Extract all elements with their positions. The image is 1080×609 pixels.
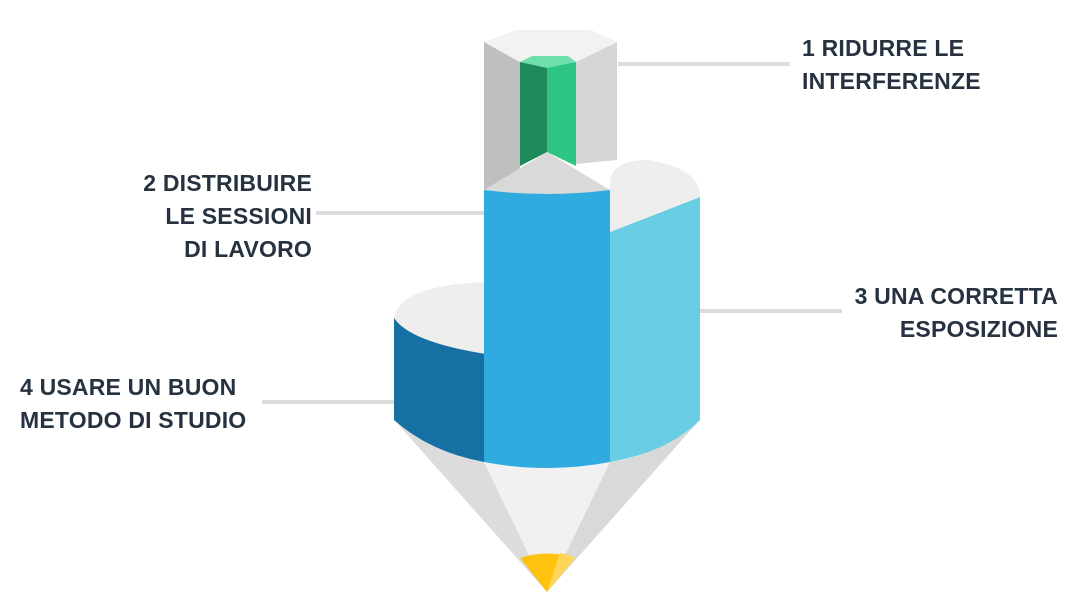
label-item-4-line2: METODO DI STUDIO xyxy=(20,407,247,433)
cylinder-4-top xyxy=(394,282,486,354)
cylinder-3-side xyxy=(610,197,700,462)
green-core-left xyxy=(520,62,547,166)
cone-right-face xyxy=(547,422,698,592)
cylinder-3-top xyxy=(610,160,700,232)
label-item-3-line2: ESPOSIZIONE xyxy=(899,316,1058,342)
label-item-1: 1 RIDURRE LE INTERFERENZE xyxy=(802,32,981,98)
cone-left-face xyxy=(396,422,547,592)
cylinder-2-top xyxy=(484,152,610,194)
pencil-cone xyxy=(396,422,698,592)
cone-front-face xyxy=(484,462,610,592)
label-item-3: 3 UNA CORRETTA ESPOSIZIONE xyxy=(820,280,1058,346)
cylinder-3 xyxy=(610,160,700,462)
label-item-1-line1: 1 RIDURRE LE xyxy=(802,35,965,61)
label-item-3-line1: 3 UNA CORRETTA xyxy=(854,283,1058,309)
cylinder-2 xyxy=(484,152,610,468)
cylinder-2-side xyxy=(484,190,610,468)
label-item-1-line2: INTERFERENZE xyxy=(802,68,981,94)
label-item-4-line1: 4 USARE UN BUON xyxy=(20,374,237,400)
green-core-top xyxy=(520,56,576,68)
prism-right-face xyxy=(576,42,617,164)
pencil-tip-light xyxy=(547,553,575,592)
cylinder-4-side xyxy=(394,318,484,462)
label-item-2: 2 DISTRIBUIRE LE SESSIONI DI LAVORO xyxy=(100,167,312,266)
label-item-2-line2: LE SESSIONI xyxy=(165,203,312,229)
label-item-4: 4 USARE UN BUON METODO DI STUDIO xyxy=(20,371,246,437)
prism-top-face xyxy=(484,30,617,62)
pencil-top-prism xyxy=(484,30,617,190)
label-item-2-line3: DI LAVORO xyxy=(184,236,312,262)
prism-left-face xyxy=(484,42,520,190)
green-core-right xyxy=(547,62,576,166)
label-item-2-line1: 2 DISTRIBUIRE xyxy=(143,170,312,196)
cylinder-4 xyxy=(394,282,486,462)
